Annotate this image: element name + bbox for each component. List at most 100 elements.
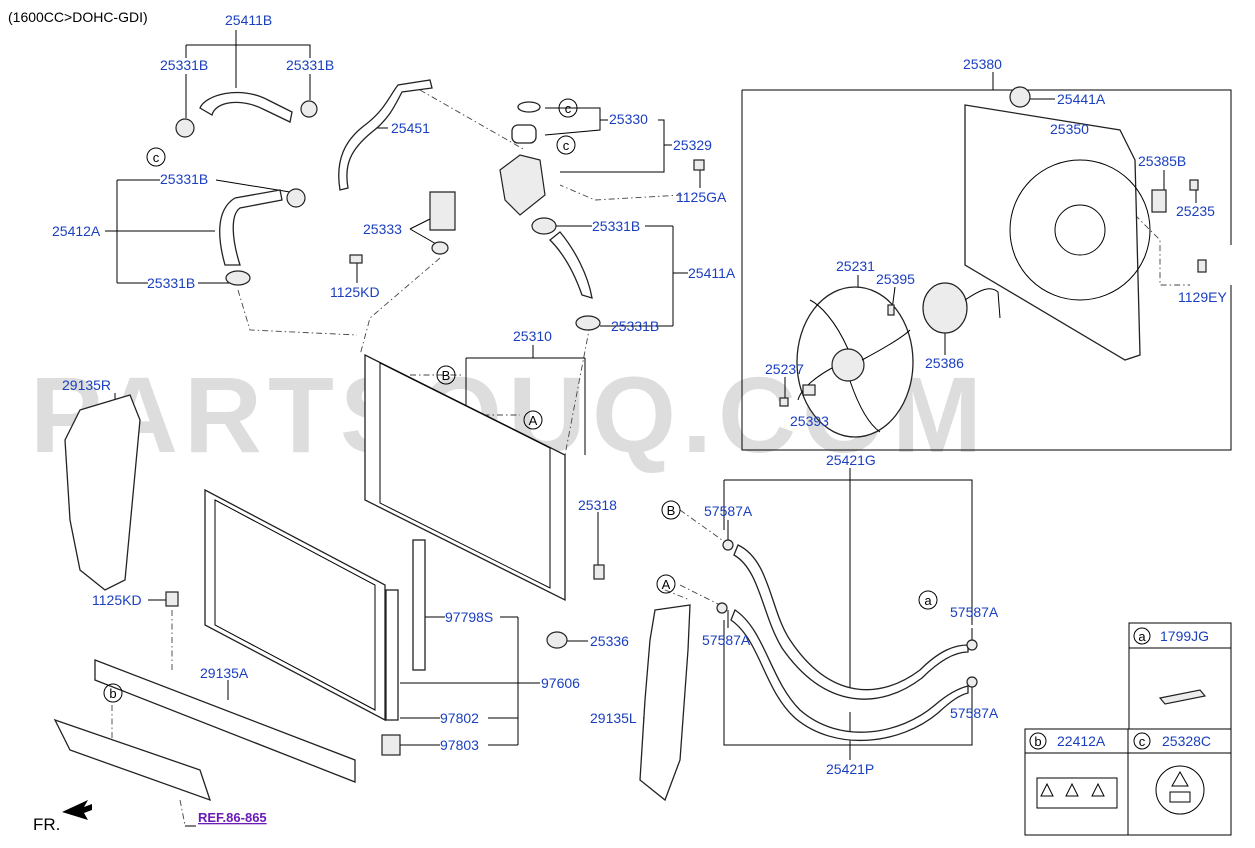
label-29135L[interactable]: 29135L xyxy=(590,710,637,726)
label-1125GA[interactable]: 1125GA xyxy=(676,189,727,205)
label-25331B[interactable]: 25331B xyxy=(611,318,659,334)
label-25231[interactable]: 25231 xyxy=(836,258,875,274)
screw-25395[interactable] xyxy=(887,304,895,316)
label-97802[interactable]: 97802 xyxy=(440,710,479,726)
overflow-hose-25451[interactable] xyxy=(338,79,433,191)
clamp-57587A[interactable] xyxy=(722,539,734,551)
marker-B: B xyxy=(442,368,451,383)
hose-clamp[interactable] xyxy=(575,315,601,331)
label-25393[interactable]: 25393 xyxy=(790,413,829,429)
label-25411A[interactable]: 25411A xyxy=(688,265,736,281)
bolt-1129EY[interactable] xyxy=(1197,259,1207,273)
hose-clamp[interactable] xyxy=(300,100,318,118)
label-25395[interactable]: 25395 xyxy=(876,271,915,287)
legend-c-code[interactable]: 25328C xyxy=(1162,733,1211,749)
mount-insulator-25336[interactable] xyxy=(546,631,568,649)
label-25421P[interactable]: 25421P xyxy=(826,761,874,777)
clamp-57587A[interactable] xyxy=(716,602,728,614)
clamp-57587A[interactable] xyxy=(966,676,978,688)
label-25421G[interactable]: 25421G xyxy=(826,452,876,468)
condenser-core xyxy=(214,499,376,711)
bolt-1125KD[interactable] xyxy=(349,254,363,264)
radiator-cap-25330[interactable] xyxy=(511,124,537,144)
bracket-25333[interactable] xyxy=(429,191,456,231)
screw-25235[interactable] xyxy=(1189,179,1199,191)
label-25331B[interactable]: 25331B xyxy=(160,171,208,187)
bolt-1125GA[interactable] xyxy=(693,159,705,171)
cap-seal[interactable] xyxy=(517,101,541,113)
label-1129EY[interactable]: 1129EY xyxy=(1178,289,1227,305)
label-25331B[interactable]: 25331B xyxy=(592,218,640,234)
fan-assembly-frame-lower xyxy=(741,90,1232,451)
marker-c: c xyxy=(565,101,572,116)
bolt-1125KD-lower[interactable] xyxy=(165,591,179,607)
label-25331B[interactable]: 25331B xyxy=(286,57,334,73)
nut-25237[interactable] xyxy=(779,397,789,407)
label-25350[interactable]: 25350 xyxy=(1050,121,1089,137)
label-25336[interactable]: 25336 xyxy=(590,633,629,649)
label-57587A[interactable]: 57587A xyxy=(704,503,753,519)
label-25412A[interactable]: 25412A xyxy=(52,223,101,239)
hose-clamp[interactable] xyxy=(531,217,557,235)
label-97606[interactable]: 97606 xyxy=(541,675,580,691)
label-25237[interactable]: 25237 xyxy=(765,361,804,377)
radiator-core xyxy=(379,362,551,589)
hose-clamp[interactable] xyxy=(286,188,306,208)
label-29135A[interactable]: 29135A xyxy=(200,665,249,681)
upper-hose-25411B[interactable] xyxy=(199,91,293,123)
label-25333[interactable]: 25333 xyxy=(363,221,402,237)
label-25385B[interactable]: 25385B xyxy=(1138,153,1186,169)
hose-25421P[interactable] xyxy=(730,609,969,742)
air-guard-29135L[interactable] xyxy=(639,604,691,802)
receiver-drier[interactable] xyxy=(385,589,399,721)
label-97798S[interactable]: 97798S xyxy=(445,609,493,625)
mount-bushing[interactable] xyxy=(431,241,449,255)
cap-97803[interactable] xyxy=(381,734,401,756)
legend-a-code[interactable]: 1799JG xyxy=(1160,628,1209,644)
label-29135R[interactable]: 29135R xyxy=(62,377,111,393)
filler-neck-25329[interactable] xyxy=(499,154,546,216)
label-25451[interactable]: 25451 xyxy=(391,120,430,136)
fan-shroud-25350[interactable] xyxy=(964,104,1141,361)
label-25318[interactable]: 25318 xyxy=(578,497,617,513)
cap-warning-sticker-icon xyxy=(1155,765,1205,815)
label-1125KD[interactable]: 1125KD xyxy=(92,592,142,608)
label-57587A[interactable]: 57587A xyxy=(702,632,751,648)
connector-25385B[interactable] xyxy=(1151,189,1167,213)
label-57587A[interactable]: 57587A xyxy=(950,604,999,620)
hose-clamp[interactable] xyxy=(225,270,251,286)
label-25411B[interactable]: 25411B xyxy=(225,12,272,28)
seal-97798S[interactable] xyxy=(412,539,426,671)
air-guard-29135A[interactable] xyxy=(94,659,356,783)
air-guard-29135R[interactable] xyxy=(64,394,141,591)
label-25441A[interactable]: 25441A xyxy=(1057,91,1106,107)
label-25310[interactable]: 25310 xyxy=(513,328,552,344)
hose-clamp[interactable] xyxy=(175,118,195,138)
label-25235[interactable]: 25235 xyxy=(1176,203,1215,219)
label-1125KD[interactable]: 1125KD xyxy=(330,284,380,300)
clip-25393[interactable] xyxy=(802,384,816,396)
label-25329[interactable]: 25329 xyxy=(673,137,712,153)
label-25330[interactable]: 25330 xyxy=(609,111,648,127)
upper-hose-25411A[interactable] xyxy=(549,231,593,299)
label-97803[interactable]: 97803 xyxy=(440,737,479,753)
plug-25441A[interactable] xyxy=(1009,86,1031,108)
legend-b-code[interactable]: 22412A xyxy=(1057,733,1106,749)
label-25386[interactable]: 25386 xyxy=(925,355,964,371)
lower-hose-25412A[interactable] xyxy=(219,189,283,266)
lower-air-guard[interactable] xyxy=(53,718,212,802)
motor-wire xyxy=(964,288,1001,319)
label-25380[interactable]: 25380 xyxy=(963,56,1002,72)
condenser[interactable] xyxy=(204,488,386,722)
ref-link-86-865[interactable]: REF.86-865 xyxy=(198,810,267,825)
shroud-ring xyxy=(1009,159,1151,301)
label-25331B[interactable]: 25331B xyxy=(147,275,195,291)
engine-spec-label: (1600CC>DOHC-GDI) xyxy=(8,9,148,25)
label-57587A[interactable]: 57587A xyxy=(950,705,999,721)
fan-motor-25386[interactable] xyxy=(922,282,968,334)
label-25331B[interactable]: 25331B xyxy=(160,57,208,73)
cable-tie-icon xyxy=(1158,689,1207,705)
drain-plug-25318[interactable] xyxy=(593,564,605,580)
clamp-57587A[interactable] xyxy=(966,639,978,651)
